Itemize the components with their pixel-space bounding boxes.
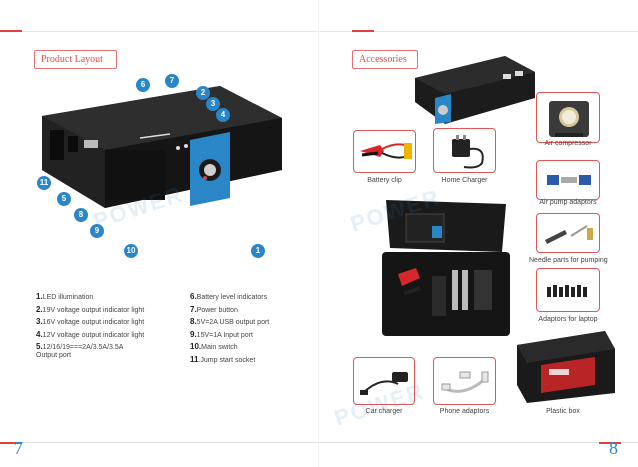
header-accent-right xyxy=(352,30,374,32)
legend-item-3: 3.16V voltage output indicator light xyxy=(36,317,145,327)
air-pump-adaptors-image xyxy=(536,160,600,200)
battery-clip-icon xyxy=(360,143,412,159)
legend-item-2: 2.19V voltage output indicator light xyxy=(36,304,145,314)
air-compressor-image xyxy=(536,92,600,143)
carrying-case-photo xyxy=(382,200,510,336)
car-charger-image xyxy=(353,357,415,405)
legend-right: 6.Battery level indicators 7.Power butto… xyxy=(190,292,269,368)
label-home-charger: Home Charger xyxy=(441,177,488,184)
callout-4: 4 xyxy=(216,108,230,122)
callout-8: 8 xyxy=(74,208,88,222)
header-rule-right xyxy=(319,31,638,32)
product-photo-top xyxy=(415,56,535,124)
callout-3: 3 xyxy=(206,97,220,111)
legend-item-8: 8.5V=2A USB output port xyxy=(190,317,270,327)
legend-item-4: 4.12V voltage output indicator light xyxy=(36,329,145,339)
page-number-left: 7 xyxy=(14,438,23,458)
battery-clip-image xyxy=(353,130,416,173)
label-air-pump-adaptors: Air pump adaptors xyxy=(539,199,597,206)
plastic-box-photo xyxy=(517,331,615,403)
needle-parts-image xyxy=(536,213,600,253)
legend-item-1: 1.LED illumination xyxy=(36,292,94,301)
phone-adaptors-image xyxy=(433,357,496,405)
section-title-product-layout: Product Layout xyxy=(34,50,117,69)
footer-rule xyxy=(0,442,319,443)
home-charger-image xyxy=(433,128,496,173)
left-page: Product Layout 6 7 2 3 4 11 5 8 9 10 1 P… xyxy=(0,30,319,458)
footer-accent-right xyxy=(599,442,621,444)
label-needle-parts: Needle parts for pumping xyxy=(529,257,608,264)
air-pump-adaptors-icon xyxy=(547,175,591,185)
callout-1: 1 xyxy=(251,244,265,258)
label-car-charger: Car charger xyxy=(365,408,403,415)
callout-5: 5 xyxy=(57,192,71,206)
legend-item-7: 7.Power button xyxy=(190,304,238,314)
label-phone-adaptors: Phone adaptors xyxy=(439,408,490,415)
adaptors-laptop-image xyxy=(536,268,600,312)
callout-10: 10 xyxy=(124,244,138,258)
label-plastic-box: Plastic box xyxy=(546,408,580,415)
section-title-accessories: Accessories xyxy=(352,50,418,69)
page-number-right: 8 xyxy=(609,438,618,458)
label-adaptors-laptop: Adaptors for laptop xyxy=(538,316,598,323)
legend-item-10: 10.Main switch xyxy=(190,342,238,352)
legend-item-9: 9.15V=1A Input port xyxy=(190,329,253,339)
callout-7: 7 xyxy=(165,74,179,88)
jump-starter-photo xyxy=(42,86,282,208)
legend-item-5-line2: Output port xyxy=(36,352,72,360)
air-compressor-icon xyxy=(549,101,589,137)
callout-9: 9 xyxy=(90,224,104,238)
header-rule xyxy=(0,31,319,32)
label-battery-clip: Battery clip xyxy=(367,177,402,184)
callout-11: 11 xyxy=(37,176,51,190)
callout-2: 2 xyxy=(196,86,210,100)
right-page: Accessories Air compressor Battery clip xyxy=(319,0,638,467)
header-accent xyxy=(0,30,22,32)
legend-item-6: 6.Battery level indicators xyxy=(190,292,268,301)
callout-6: 6 xyxy=(136,78,150,92)
adaptors-laptop-icon xyxy=(547,285,587,297)
home-charger-icon xyxy=(452,135,484,169)
legend-item-5: 5.12/16/19===2A/3.5A/3.5A xyxy=(36,342,124,352)
needle-parts-icon xyxy=(545,225,593,244)
car-charger-icon xyxy=(360,372,408,395)
legend-left: 1.LED illumination 2.19V voltage output … xyxy=(36,292,144,364)
footer-accent xyxy=(0,442,22,444)
phone-adaptors-icon xyxy=(441,371,489,393)
footer-rule-right xyxy=(319,442,638,443)
label-air-compressor: Air compressor xyxy=(544,140,592,147)
legend-item-11: 11.Jump start socket xyxy=(190,354,256,364)
